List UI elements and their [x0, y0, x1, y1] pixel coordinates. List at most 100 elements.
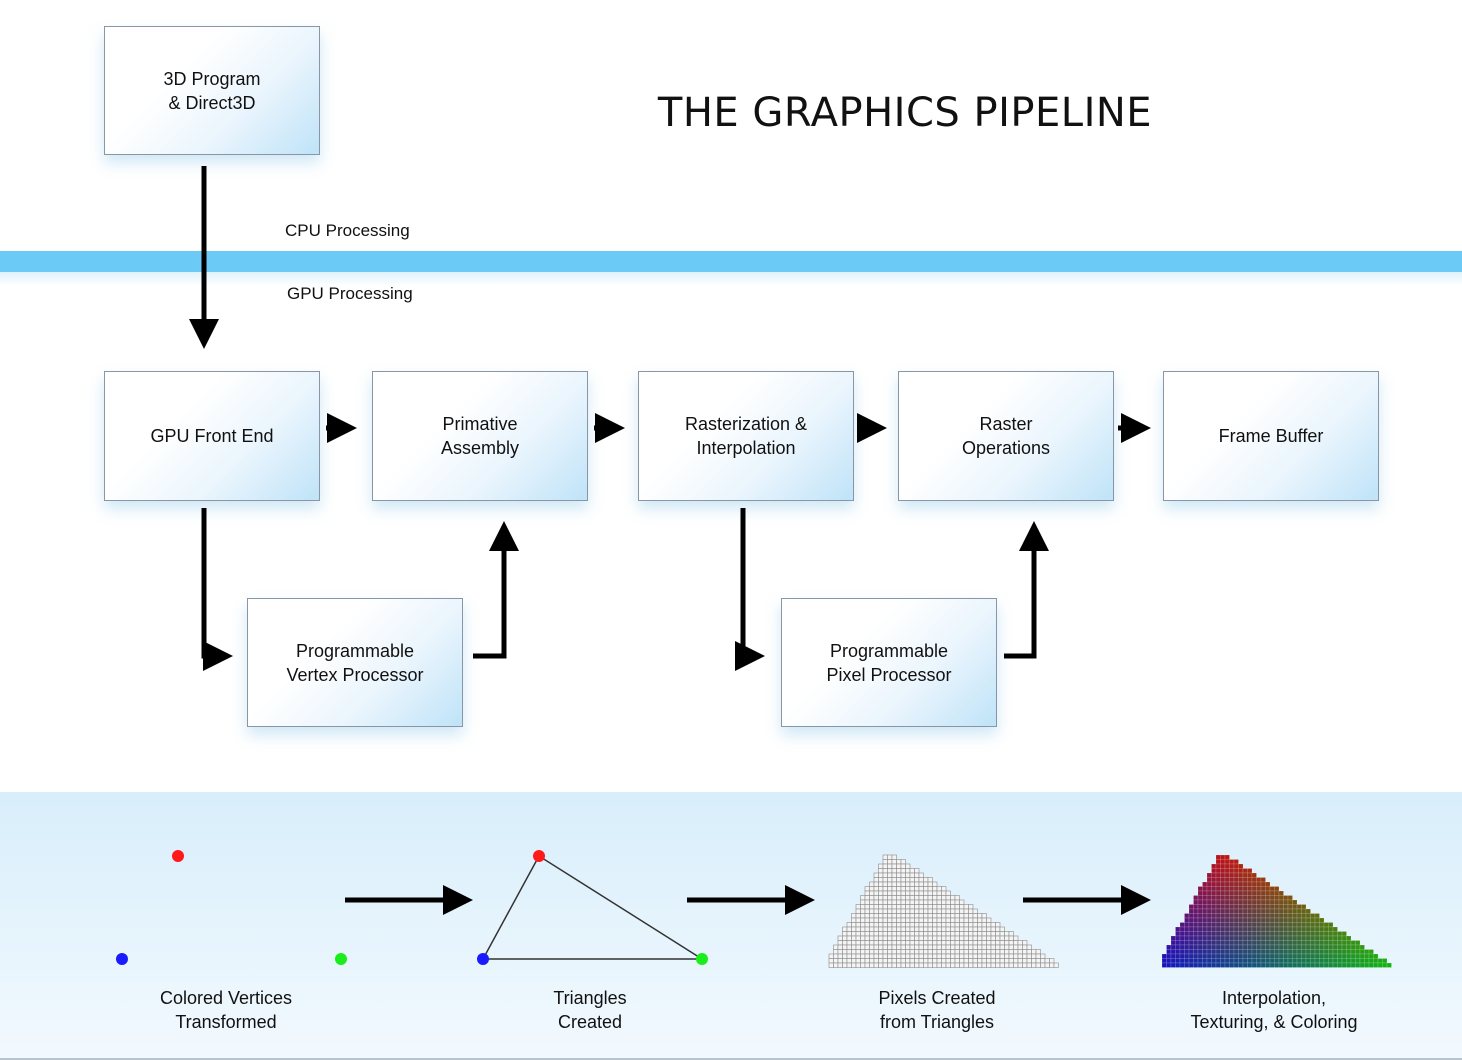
pixel-cell [1215, 895, 1221, 901]
pixel-cell [927, 953, 933, 959]
pixel-cell [1323, 962, 1329, 968]
pixel-cell [1161, 962, 1167, 968]
pixel-cell [887, 931, 893, 937]
pixel-cell [1382, 962, 1388, 968]
pixel-cell [932, 935, 938, 941]
pixel-cell [1305, 931, 1311, 937]
pixel-cell [909, 913, 915, 919]
pixel-cell [1359, 944, 1365, 950]
pixel-cell [909, 922, 915, 928]
pixel-cell [1296, 949, 1302, 955]
pixel-cell [936, 958, 942, 964]
pixel-cell [1274, 899, 1280, 905]
pixel-cell [1229, 962, 1235, 968]
pixel-cell [923, 886, 929, 892]
pixel-cell [1292, 899, 1298, 905]
pixel-cell [1251, 904, 1257, 910]
pixel-cell [1197, 931, 1203, 937]
pixel-cell [1202, 908, 1208, 914]
pixel-cell [891, 854, 897, 860]
pixel-cell [1328, 940, 1334, 946]
pixel-cell [914, 922, 920, 928]
pixel-cell [1251, 958, 1257, 964]
pixel-cell [1265, 958, 1271, 964]
pixel-cell [1301, 926, 1307, 932]
pixel-cell [1202, 935, 1208, 941]
pixel-cell [891, 890, 897, 896]
pixel-cell [878, 899, 884, 905]
pixel-cell [1301, 958, 1307, 964]
pixel-cell [1233, 881, 1239, 887]
pixel-cell [1350, 949, 1356, 955]
pixel-cell [891, 962, 897, 968]
pixel-cell [837, 958, 843, 964]
pixel-cell [1193, 962, 1199, 968]
pixel-cell [1247, 958, 1253, 964]
pixel-cell [1220, 872, 1226, 878]
pixel-cell [900, 949, 906, 955]
pixel-cell [1251, 872, 1257, 878]
pixel-cell [1202, 926, 1208, 932]
pixel-cell [1310, 953, 1316, 959]
pixel-cell [1269, 904, 1275, 910]
pixel-cell [932, 944, 938, 950]
pixel-cell [1233, 949, 1239, 955]
pixel-cell [1305, 962, 1311, 968]
pixel-cell [977, 926, 983, 932]
pixel-cell [887, 926, 893, 932]
pixel-cell [959, 935, 965, 941]
pixel-cell [1251, 895, 1257, 901]
pixel-cell [1224, 908, 1230, 914]
pixel-cell [1301, 940, 1307, 946]
pixel-cell [896, 913, 902, 919]
pixel-cell [1188, 926, 1194, 932]
pixel-cell [1274, 949, 1280, 955]
pixel-cell [950, 949, 956, 955]
pixel-cell [1247, 931, 1253, 937]
pixel-cell [927, 899, 933, 905]
pixel-cell [936, 953, 942, 959]
pixel-cell [1301, 949, 1307, 955]
pixel-cell [909, 890, 915, 896]
pixel-cell [842, 926, 848, 932]
pixel-cell [914, 899, 920, 905]
pixel-cell [1287, 922, 1293, 928]
pixel-cell [896, 908, 902, 914]
pixel-cell [1292, 922, 1298, 928]
pixel-cell [851, 922, 857, 928]
pixel-cell [882, 917, 888, 923]
pixel-cell [1337, 958, 1343, 964]
pixel-cell [936, 926, 942, 932]
pixel-cell [1287, 940, 1293, 946]
pixel-cell [1287, 958, 1293, 964]
pixel-cell [941, 931, 947, 937]
pixel-cell [846, 931, 852, 937]
pixel-cell [1355, 949, 1361, 955]
pixel-cell [1260, 953, 1266, 959]
pixel-cell [1251, 913, 1257, 919]
pixel-cell [882, 863, 888, 869]
pixel-cell [882, 944, 888, 950]
pixel-cell [864, 904, 870, 910]
pixel-cell [918, 886, 924, 892]
pixel-cell [909, 940, 915, 946]
pixel-cell [864, 908, 870, 914]
pixel-cell [873, 917, 879, 923]
pixel-cell [887, 877, 893, 883]
pixel-cell [860, 944, 866, 950]
pixel-cell [1247, 886, 1253, 892]
pixel-cell [851, 913, 857, 919]
pixel-cell [923, 935, 929, 941]
pixel-cell [1310, 917, 1316, 923]
pixel-cell [1206, 917, 1212, 923]
pixel-cell [1211, 881, 1217, 887]
pixel-cell [941, 904, 947, 910]
pixel-cell [1278, 908, 1284, 914]
pixel-cell [905, 926, 911, 932]
pixel-cell [1215, 922, 1221, 928]
pixel-cell [1274, 895, 1280, 901]
pixel-cell [1247, 949, 1253, 955]
pixel-cell [972, 931, 978, 937]
pixel-cell [887, 944, 893, 950]
